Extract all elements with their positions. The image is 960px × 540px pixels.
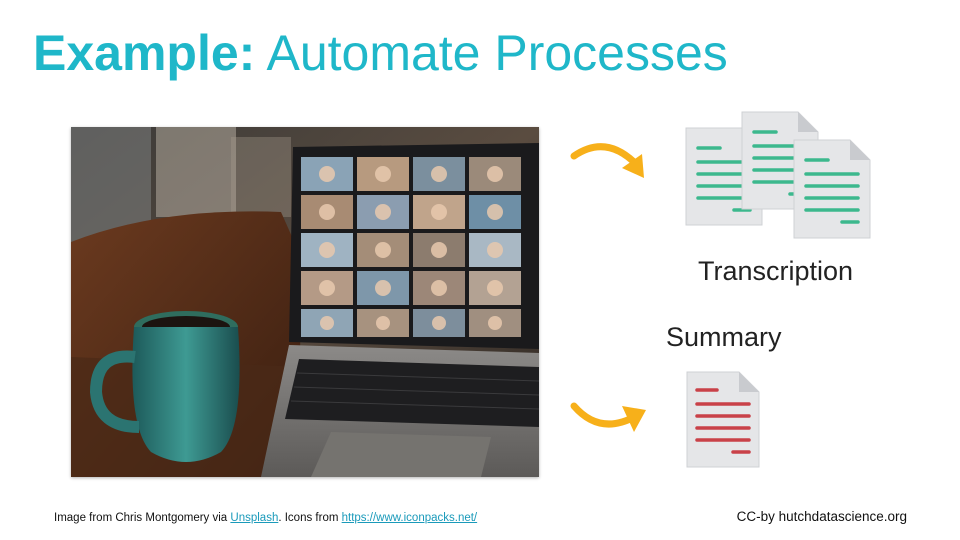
credit-prefix: Image from Chris Montgomery via <box>54 512 231 524</box>
iconpacks-link[interactable]: https://www.iconpacks.net/ <box>341 512 478 524</box>
title-text: Automate Processes <box>266 25 728 81</box>
license-text: CC-by hutchdatascience.org <box>736 509 907 524</box>
transcription-label: Transcription <box>698 256 854 286</box>
slide-title: Example: Automate Processes <box>33 26 728 81</box>
laptop-video-call-photo <box>71 127 539 477</box>
title-prefix: Example: <box>33 25 256 81</box>
curved-arrow-icon <box>570 392 656 442</box>
documents-icon <box>684 110 874 242</box>
unsplash-link[interactable]: Unsplash <box>230 512 279 524</box>
curved-arrow-icon <box>570 138 656 188</box>
summary-label: Summary <box>666 322 782 352</box>
icons-prefix: . Icons from <box>278 512 342 524</box>
image-credit: Image from Chris Montgomery via Unsplash… <box>54 512 477 524</box>
document-icon <box>685 370 763 470</box>
